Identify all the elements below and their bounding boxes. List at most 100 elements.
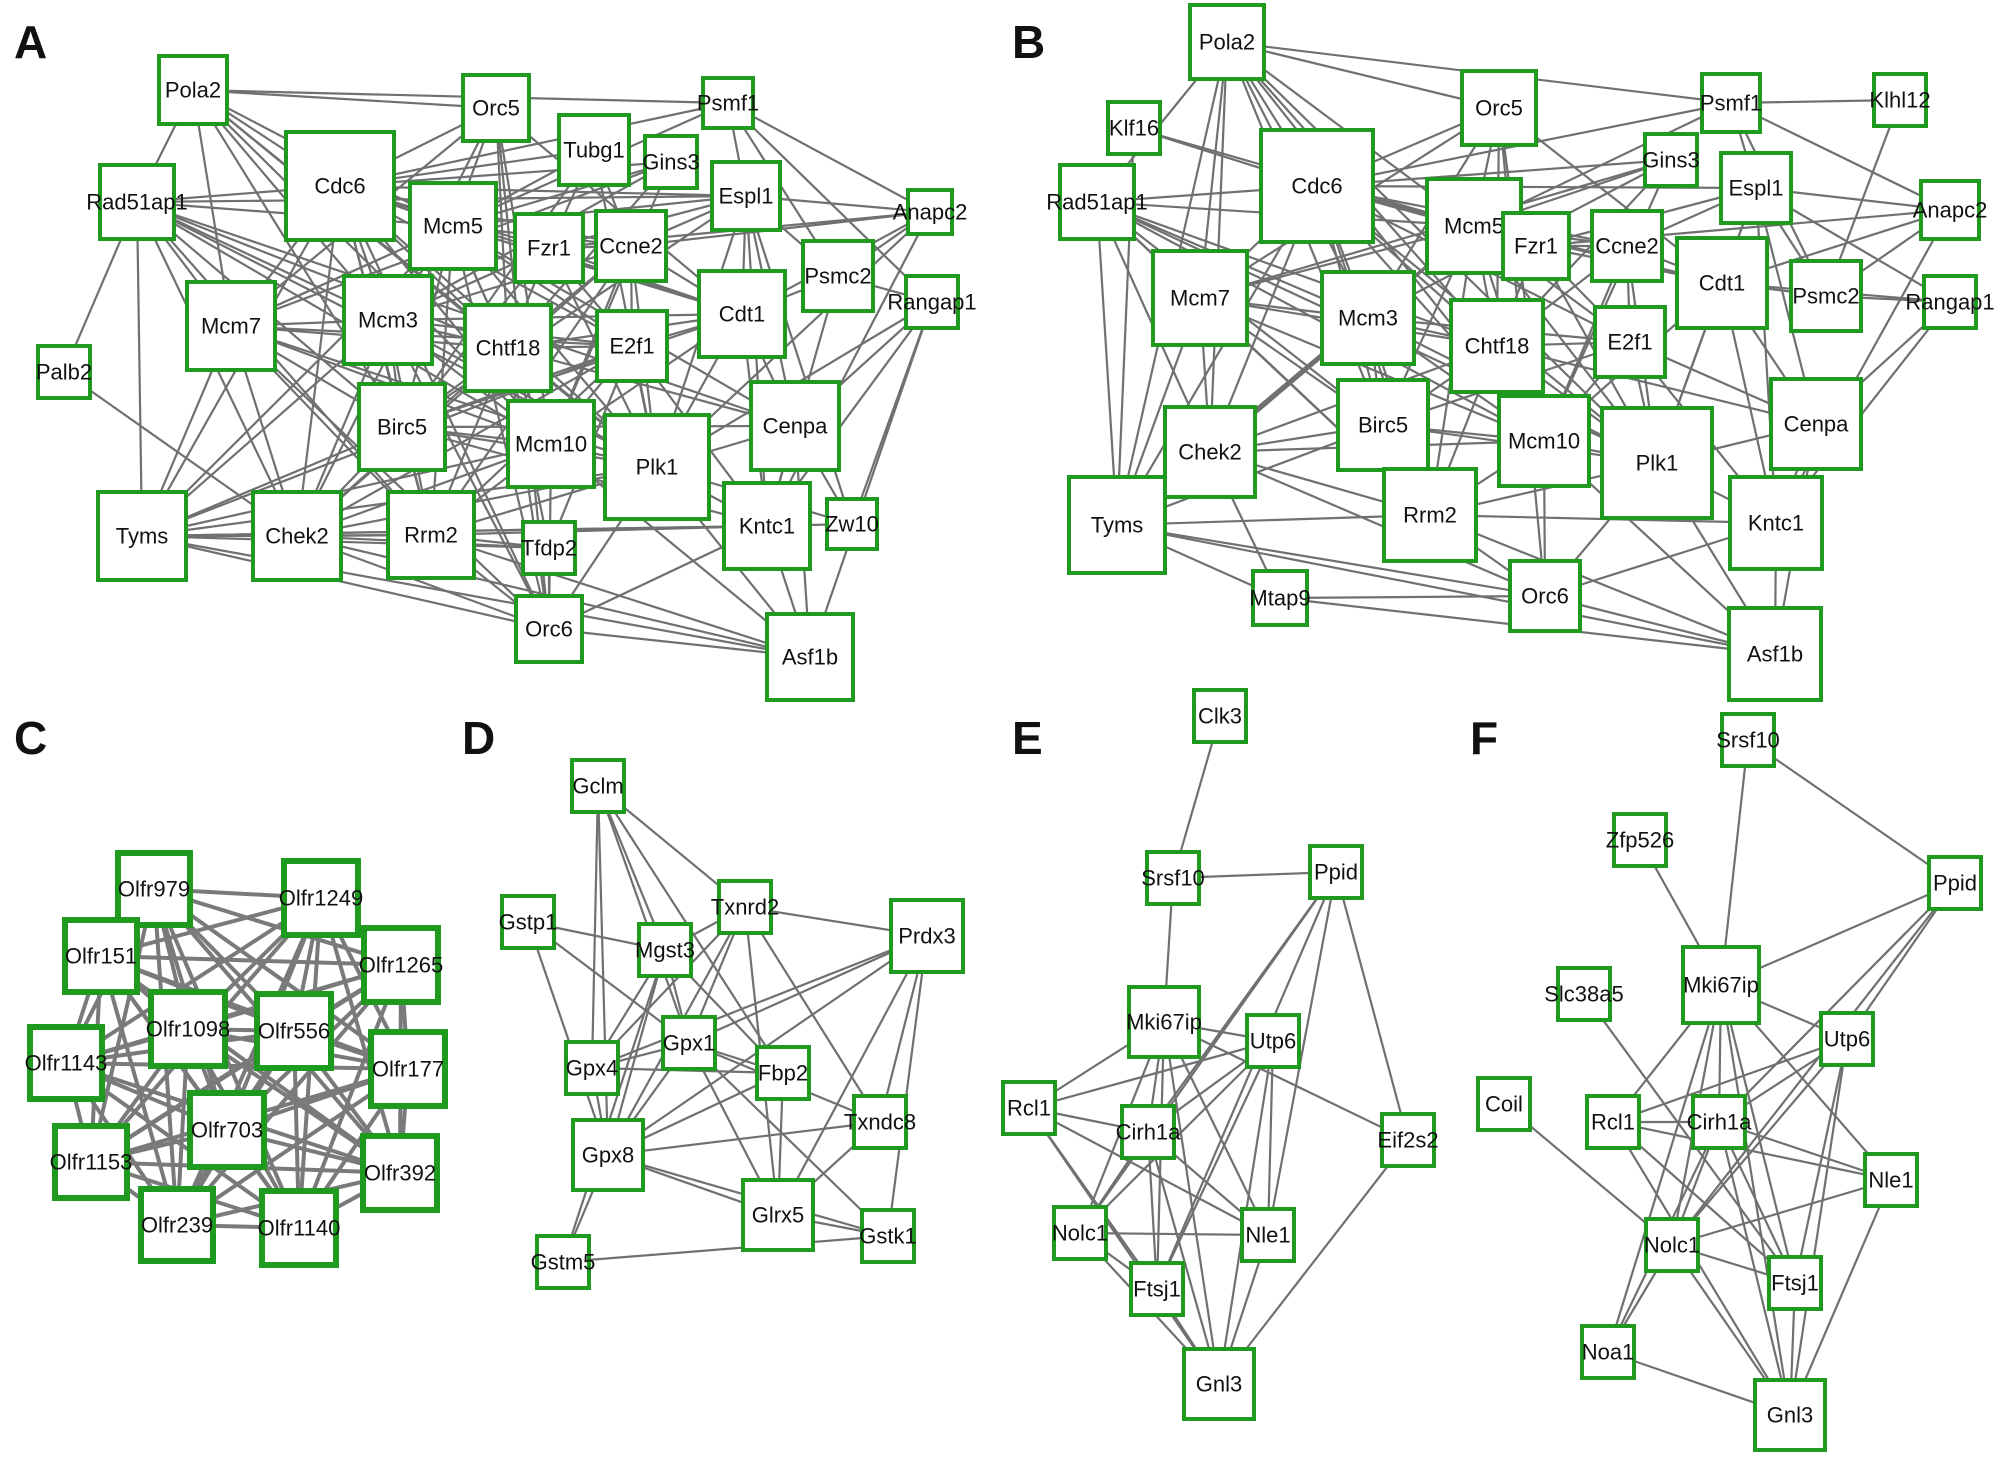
node-box bbox=[710, 160, 782, 232]
node-fzr1: Fzr1 bbox=[513, 212, 585, 284]
node-label: Olfr556 bbox=[258, 1019, 330, 1044]
node-box bbox=[254, 991, 334, 1071]
node-label: Mcm7 bbox=[201, 314, 261, 339]
node-label: Mtap9 bbox=[1249, 586, 1310, 611]
node-box bbox=[1449, 298, 1545, 394]
node-label: Olfr1249 bbox=[279, 886, 363, 911]
node-box bbox=[1700, 72, 1762, 134]
node-label: Mcm5 bbox=[1444, 214, 1504, 239]
node-box bbox=[1163, 405, 1257, 499]
node-box bbox=[1728, 475, 1824, 571]
edge-mcm7-orc6 bbox=[230, 325, 550, 630]
node-rcl1: Rcl1 bbox=[1001, 1080, 1057, 1136]
node-box bbox=[1719, 151, 1793, 225]
node-box bbox=[889, 898, 965, 974]
edge-pola2-orc5 bbox=[1226, 40, 1500, 110]
node-fbp2: Fbp2 bbox=[755, 1045, 811, 1101]
node-box bbox=[1501, 211, 1571, 281]
node-box bbox=[1067, 475, 1167, 575]
node-label: Eif2s2 bbox=[1377, 1128, 1438, 1153]
node-ftsj1: Ftsj1 bbox=[1129, 1261, 1185, 1317]
node-cirh1a: Cirh1a bbox=[1116, 1104, 1181, 1160]
node-gstm5: Gstm5 bbox=[531, 1234, 595, 1290]
node-label: Olfr151 bbox=[65, 944, 137, 969]
node-nolc1: Nolc1 bbox=[1644, 1217, 1700, 1273]
node-box bbox=[1590, 209, 1664, 283]
node-label: Rangap1 bbox=[887, 290, 976, 315]
node-box bbox=[1727, 606, 1823, 702]
node-box bbox=[1052, 1205, 1108, 1261]
edge-tubg1-birc5 bbox=[401, 149, 595, 428]
node-box bbox=[1188, 3, 1266, 81]
node-box bbox=[281, 858, 361, 938]
edge-utp6-rcl1 bbox=[1612, 1037, 1848, 1124]
node-label: Plk1 bbox=[1636, 451, 1679, 476]
node-box bbox=[643, 134, 699, 190]
node-label: Nolc1 bbox=[1052, 1221, 1108, 1246]
node-zw10: Zw10 bbox=[825, 497, 879, 551]
edge-utp6-gnl3 bbox=[1788, 1038, 1849, 1416]
node-olfr703: Olfr703 bbox=[187, 1090, 267, 1170]
node-label: Rangap1 bbox=[1905, 290, 1994, 315]
node-label: Olfr1153 bbox=[50, 1150, 133, 1175]
edge-tyms-orc6 bbox=[141, 534, 550, 631]
node-klf16: Klf16 bbox=[1106, 100, 1162, 156]
node-label: Nle1 bbox=[1868, 1168, 1913, 1193]
node-mcm3: Mcm3 bbox=[342, 274, 434, 366]
node-box bbox=[1508, 559, 1582, 633]
node-box bbox=[506, 399, 596, 489]
node-box bbox=[36, 344, 92, 400]
node-box bbox=[96, 490, 188, 582]
node-mki67ip: Mki67ip bbox=[1681, 945, 1761, 1025]
node-label: Slc38a5 bbox=[1544, 982, 1624, 1007]
edge-olfr1249-olfr1143 bbox=[64, 896, 323, 1065]
node-label: Olfr1265 bbox=[359, 953, 443, 978]
node-nolc1: Nolc1 bbox=[1052, 1205, 1108, 1261]
node-label: Mki67ip bbox=[1683, 973, 1759, 998]
node-utp6: Utp6 bbox=[1245, 1013, 1301, 1069]
node-label: Birc5 bbox=[1358, 413, 1408, 438]
node-label: Asf1b bbox=[1747, 642, 1803, 667]
node-label: Tyms bbox=[116, 524, 169, 549]
node-box bbox=[52, 1123, 130, 1201]
panel-f-edges bbox=[1503, 739, 1956, 1417]
node-cdc6: Cdc6 bbox=[284, 130, 396, 242]
node-gnl3: Gnl3 bbox=[1182, 1347, 1256, 1421]
node-label: Mcm5 bbox=[423, 214, 483, 239]
node-gpx8: Gpx8 bbox=[571, 1118, 645, 1192]
node-psmf1: Psmf1 bbox=[1700, 72, 1762, 134]
node-box bbox=[514, 594, 584, 664]
node-label: Anapc2 bbox=[893, 200, 968, 225]
node-clk3: Clk3 bbox=[1192, 688, 1248, 744]
node-box bbox=[1259, 128, 1375, 244]
node-label: Cdc6 bbox=[314, 174, 365, 199]
node-box bbox=[368, 1029, 448, 1109]
edge-rad51ap1-rrm2 bbox=[136, 201, 432, 536]
node-box bbox=[185, 280, 277, 372]
edge-tyms-rrm2 bbox=[1116, 513, 1431, 527]
edge-cdt1-birc5 bbox=[401, 312, 743, 429]
edge-plk1-chek2 bbox=[296, 465, 658, 538]
node-label: Kntc1 bbox=[1748, 511, 1804, 536]
edge-gstp1-gpx8 bbox=[526, 921, 610, 1156]
node-label: E2f1 bbox=[1607, 330, 1652, 355]
node-gpx4: Gpx4 bbox=[564, 1040, 620, 1096]
node-box bbox=[1245, 1013, 1301, 1069]
edge-cirh1a-gnl3 bbox=[1146, 1131, 1221, 1385]
node-label: Tfdp2 bbox=[521, 536, 577, 561]
panel-c-letter: C bbox=[14, 712, 47, 764]
edge-ppid-nolc1 bbox=[1079, 871, 1337, 1234]
edge-eif2s2-gnl3 bbox=[1218, 1139, 1409, 1385]
edge-mcm5-rrm2 bbox=[429, 225, 455, 536]
edge-rcl1-nle1 bbox=[1028, 1107, 1269, 1236]
node-box bbox=[1600, 406, 1714, 520]
edge-utp6-nle1 bbox=[1266, 1040, 1275, 1236]
edge-psmf1-anapc2 bbox=[727, 102, 931, 213]
edge-nolc1-nle1 bbox=[1079, 1231, 1269, 1237]
edge-gclm-gpx4 bbox=[590, 785, 600, 1069]
node-box bbox=[1769, 377, 1863, 471]
node-label: Espl1 bbox=[1728, 176, 1783, 201]
node-ccne2: Ccne2 bbox=[1590, 209, 1664, 283]
